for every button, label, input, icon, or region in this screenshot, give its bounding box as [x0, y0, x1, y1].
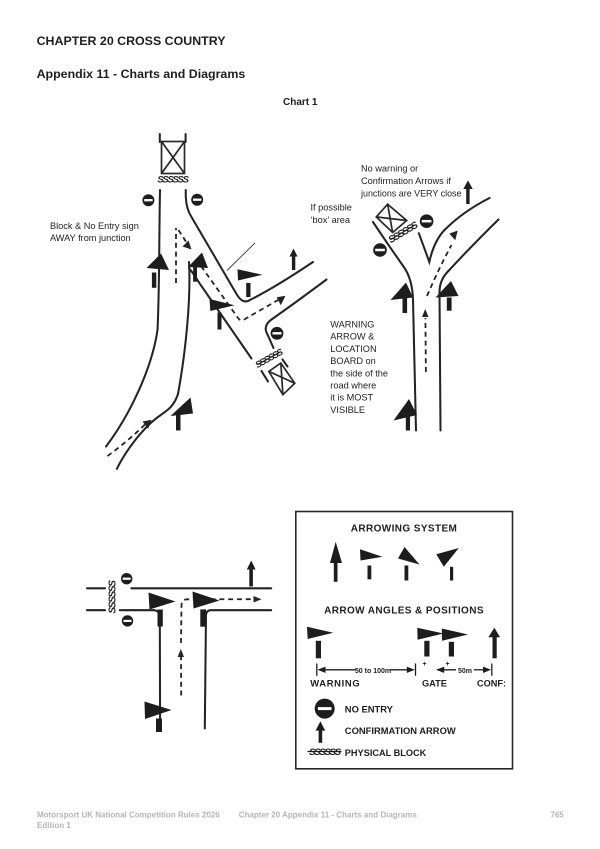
svg-text:SSSSSS: SSSSSS [107, 580, 118, 614]
svg-text:it is MOST: it is MOST [330, 393, 373, 403]
svg-text:WARNING: WARNING [310, 678, 360, 689]
svg-text:ARROWING SYSTEM: ARROWING SYSTEM [351, 524, 458, 535]
svg-text:Chart 1: Chart 1 [283, 97, 318, 108]
svg-text:+: + [445, 661, 449, 668]
svg-text:ARROW ANGLES & POSITIONS: ARROW ANGLES & POSITIONS [324, 605, 484, 616]
svg-text:No warning or: No warning or [361, 164, 418, 174]
svg-text:+: + [422, 661, 426, 668]
svg-text:ARROW &: ARROW & [330, 332, 374, 342]
svg-text:SSSSSS: SSSSSS [157, 175, 189, 186]
svg-text:Block & No Entry sign: Block & No Entry sign [50, 221, 139, 231]
svg-text:Edition 1: Edition 1 [37, 821, 71, 830]
svg-text:765: 765 [550, 811, 564, 820]
svg-text:LOCATION: LOCATION [330, 344, 376, 354]
svg-text:NO ENTRY: NO ENTRY [345, 704, 394, 715]
svg-text:PHYSICAL BLOCK: PHYSICAL BLOCK [345, 748, 427, 758]
svg-text:BOARD on: BOARD on [330, 356, 375, 366]
svg-text:CONF:: CONF: [477, 679, 506, 689]
svg-text:If possible: If possible [311, 203, 352, 213]
svg-text:Chapter 20 Appendix 11 - Chart: Chapter 20 Appendix 11 - Charts and Diag… [239, 811, 418, 820]
svg-text:SSSSSS: SSSSSS [309, 747, 342, 758]
svg-text:CONFIRMATION ARROW: CONFIRMATION ARROW [345, 725, 456, 736]
svg-text:VISIBLE: VISIBLE [330, 405, 365, 415]
svg-text:‘box’ area: ‘box’ area [311, 215, 351, 225]
svg-text:GATE: GATE [422, 679, 447, 689]
svg-text:AWAY from junction: AWAY from junction [50, 233, 131, 243]
svg-text:Appendix 11 - Charts and Diagr: Appendix 11 - Charts and Diagrams [37, 67, 246, 81]
svg-text:50 to 100m: 50 to 100m [355, 668, 391, 675]
svg-text:road where: road where [330, 381, 376, 391]
svg-text:WARNING: WARNING [330, 320, 374, 330]
svg-text:the side of the: the side of the [330, 368, 388, 378]
svg-text:Confirmation Arrows if: Confirmation Arrows if [361, 176, 451, 186]
svg-text:Motorsport UK National Competi: Motorsport UK National Competition Rules… [37, 811, 220, 820]
svg-text:junctions are VERY close: junctions are VERY close [360, 189, 461, 199]
svg-text:50m: 50m [458, 668, 472, 675]
svg-text:CHAPTER 20 CROSS COUNTRY: CHAPTER 20 CROSS COUNTRY [37, 34, 227, 48]
